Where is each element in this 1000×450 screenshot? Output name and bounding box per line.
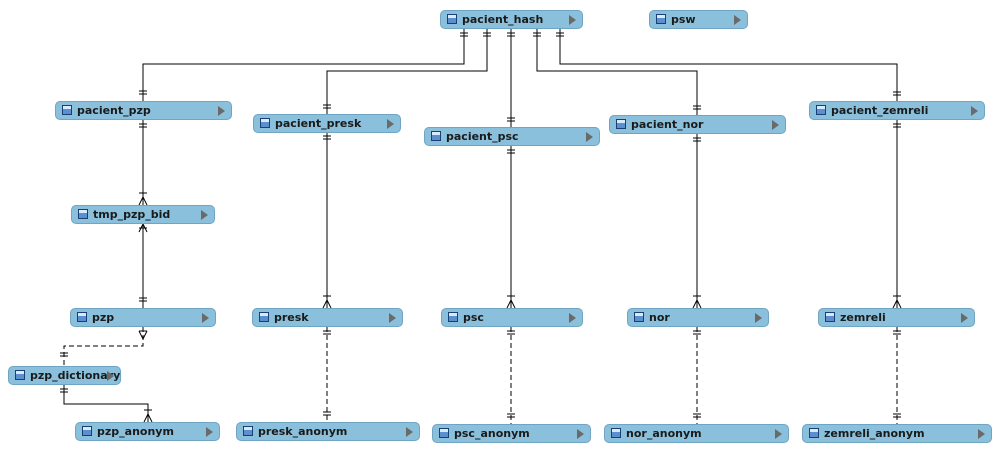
expand-arrow-icon[interactable] [569,313,576,323]
table-name: pzp_anonym [97,425,174,438]
table-icon [431,131,441,141]
table-pacient-presk[interactable]: pacient_presk [253,114,401,133]
table-name: psw [671,13,696,26]
expand-arrow-icon[interactable] [201,210,208,220]
table-psc[interactable]: psc [441,308,583,327]
expand-arrow-icon[interactable] [971,106,978,116]
table-icon [78,209,88,219]
edge-nor [692,134,702,309]
table-icon [656,14,666,24]
table-presk[interactable]: presk [252,308,403,327]
table-icon [816,105,826,115]
table-pacient-zemreli[interactable]: pacient_zemreli [809,101,985,120]
edge-hash-psc [507,29,515,128]
table-icon [259,312,269,322]
expand-arrow-icon[interactable] [577,429,584,439]
table-name: tmp_pzp_bid [93,208,171,221]
expand-arrow-icon[interactable] [755,313,762,323]
edge-hash-presk [323,29,491,115]
edge-pzp-dictionary [60,327,148,366]
table-icon [611,428,621,438]
table-icon [439,428,449,438]
edge-psc [506,146,516,309]
table-pzp[interactable]: pzp [70,308,216,327]
table-pacient-psc[interactable]: pacient_psc [424,127,600,146]
expand-arrow-icon[interactable] [586,132,593,142]
edge-hash-pzp [139,29,468,101]
table-icon [447,14,457,24]
table-nor[interactable]: nor [627,308,769,327]
edge-hash-nor [533,29,701,116]
table-name: nor [649,311,670,324]
table-psw[interactable]: psw [649,10,748,29]
expand-arrow-icon[interactable] [961,313,968,323]
table-name: pacient_hash [462,13,544,26]
table-name: pacient_psc [446,130,519,143]
expand-arrow-icon[interactable] [569,15,576,25]
table-icon [809,428,819,438]
edge-presk-anonym [323,327,331,422]
table-icon [243,426,253,436]
edge-dictionary-anonym [60,385,153,423]
edge-hash-zemreli [556,29,901,102]
table-name: pzp_dictionary [30,369,121,382]
edge-psc-anonym [507,327,515,424]
table-name: pzp [92,311,115,324]
expand-arrow-icon[interactable] [202,313,209,323]
table-icon [62,105,72,115]
expand-arrow-icon[interactable] [772,120,779,130]
edge-nor-anonym [693,327,701,424]
table-zemreli[interactable]: zemreli [818,308,975,327]
expand-arrow-icon[interactable] [387,119,394,129]
table-zemreli-anonym[interactable]: zemreli_anonym [802,424,992,443]
table-nor-anonym[interactable]: nor_anonym [604,424,789,443]
table-icon [448,312,458,322]
table-icon [634,312,644,322]
table-presk-anonym[interactable]: presk_anonym [236,422,420,441]
expand-arrow-icon[interactable] [978,429,985,439]
expand-arrow-icon[interactable] [389,313,396,323]
table-name: pacient_zemreli [831,104,929,117]
expand-arrow-icon[interactable] [107,371,114,381]
expand-arrow-icon[interactable] [775,429,782,439]
table-pacient-hash[interactable]: pacient_hash [440,10,583,29]
table-name: pacient_presk [275,117,362,130]
table-pzp-anonym[interactable]: pzp_anonym [75,422,220,441]
table-name: presk [274,311,309,324]
table-name: presk_anonym [258,425,348,438]
edge-tmp-pzp [138,223,148,308]
table-name: pacient_pzp [77,104,151,117]
edge-zemreli [892,120,902,309]
expand-arrow-icon[interactable] [206,427,213,437]
edge-presk [322,132,332,309]
table-name: psc_anonym [454,427,530,440]
table-pacient-pzp[interactable]: pacient_pzp [55,101,232,120]
table-psc-anonym[interactable]: psc_anonym [432,424,591,443]
edge-pzp-tmp [138,120,148,206]
table-pzp-dictionary[interactable]: pzp_dictionary [8,366,121,385]
table-name: zemreli_anonym [824,427,925,440]
table-name: pacient_nor [631,118,704,131]
table-icon [260,118,270,128]
table-pacient-nor[interactable]: pacient_nor [609,115,786,134]
expand-arrow-icon[interactable] [734,15,741,25]
table-tmp-pzp-bid[interactable]: tmp_pzp_bid [71,205,215,224]
table-icon [15,370,25,380]
table-name: zemreli [840,311,886,324]
expand-arrow-icon[interactable] [406,427,413,437]
table-icon [82,426,92,436]
table-name: nor_anonym [626,427,702,440]
expand-arrow-icon[interactable] [218,106,225,116]
table-name: psc [463,311,484,324]
table-icon [825,312,835,322]
table-icon [77,312,87,322]
table-icon [616,119,626,129]
edge-zemreli-anonym [893,327,901,424]
